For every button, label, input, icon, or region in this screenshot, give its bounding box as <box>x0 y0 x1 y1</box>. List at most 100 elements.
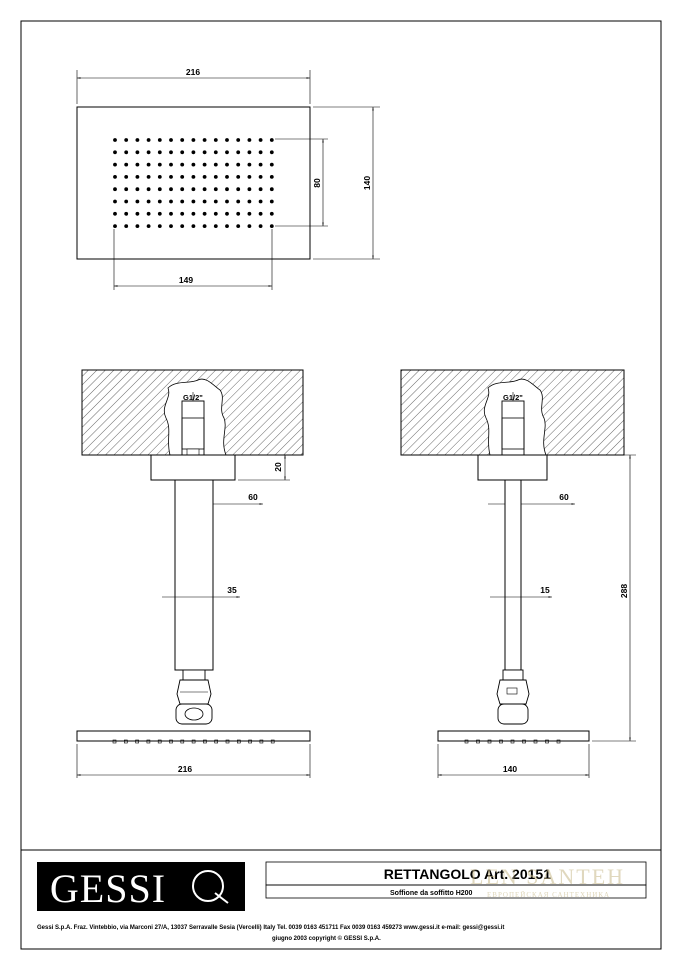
nozzle-dot <box>169 150 173 155</box>
nozzle-slot <box>270 739 275 744</box>
nozzle-dot <box>146 224 151 229</box>
nozzle-slot <box>499 739 503 744</box>
nozzle-dot <box>213 211 218 216</box>
nozzle-dot <box>157 162 162 167</box>
nozzle-dot <box>157 211 162 216</box>
nozzle-dot <box>236 211 241 216</box>
nozzle-dot <box>269 211 274 216</box>
nozzle-slot <box>522 739 526 744</box>
nozzle-dot <box>157 224 162 229</box>
nozzle-dot <box>269 224 274 229</box>
nozzle-dot <box>180 187 185 192</box>
nozzle-dot <box>225 162 229 167</box>
nozzle-dot <box>169 224 173 229</box>
drawing-frame <box>20 20 662 950</box>
nozzle-dot <box>213 175 218 179</box>
nozzle-dot <box>146 138 151 142</box>
nozzle-slot <box>556 739 561 744</box>
nozzle-slot <box>464 739 469 744</box>
nozzle-dot <box>135 199 140 204</box>
dim-label-flange-height: 20 <box>273 462 283 472</box>
nozzle-dot <box>135 224 140 229</box>
nozzle-dot <box>169 175 173 179</box>
nozzle-dot <box>269 138 274 142</box>
nozzle-dot <box>113 199 117 204</box>
shower-head-front <box>76 730 311 742</box>
nozzle-dot <box>124 162 129 167</box>
nozzle-dot <box>269 150 274 155</box>
nozzle-dot <box>191 211 196 216</box>
shower-head-side <box>437 730 590 742</box>
nozzle-dot <box>113 162 117 167</box>
dim-label-inner-width: 149 <box>179 275 193 285</box>
nozzle-slot <box>510 739 515 744</box>
nozzle-dot <box>135 175 140 179</box>
nozzle-dot <box>113 187 117 192</box>
nozzle-dot <box>236 199 241 204</box>
nozzle-dot <box>124 224 129 229</box>
nozzle-dot <box>247 199 252 204</box>
nozzle-dot <box>213 162 218 167</box>
nozzle-dot <box>269 199 274 204</box>
nozzle-dot <box>213 150 218 155</box>
nozzle-dot <box>124 150 129 155</box>
nozzle-dot <box>247 150 252 155</box>
dim-label-side-head-width: 140 <box>503 764 517 774</box>
nozzle-dot <box>135 211 140 216</box>
nozzle-slot <box>237 739 241 744</box>
nozzle-dot <box>135 150 140 155</box>
threaded-connector-side <box>501 400 525 456</box>
nozzle-dot <box>113 175 117 179</box>
nozzle-dot <box>135 187 140 192</box>
thread-label: G1/2" <box>183 393 203 402</box>
nozzle-dot <box>236 138 241 142</box>
thread-label-side: G1/2" <box>503 393 523 402</box>
nozzle-slot <box>476 739 480 744</box>
nozzle-dot <box>191 187 196 192</box>
nozzle-dot <box>202 211 207 216</box>
nozzle-dot <box>258 224 263 229</box>
nozzle-dot <box>180 199 185 204</box>
nozzle-dot <box>236 187 241 192</box>
threaded-connector <box>181 400 205 456</box>
nozzle-dot <box>225 211 229 216</box>
nozzle-dot <box>146 199 151 204</box>
nozzle-dot <box>225 187 229 192</box>
dim-label-width: 216 <box>186 67 200 77</box>
nozzle-slot <box>259 739 264 744</box>
nozzle-dot <box>169 199 173 204</box>
product-title: RETTANGOLO Art. 20151 <box>384 866 551 882</box>
nozzle-dot <box>135 138 140 142</box>
nozzle-dot <box>180 150 185 155</box>
nozzle-dot <box>169 187 173 192</box>
watermark-brand: LEN SANTEH <box>470 864 625 889</box>
shower-arm-side <box>504 479 522 671</box>
nozzle-dot <box>113 224 117 229</box>
dim-label-total-height: 288 <box>619 584 629 598</box>
nozzle-dot <box>169 211 173 216</box>
nozzle-dot <box>225 150 229 155</box>
nozzle-slot <box>191 739 196 744</box>
product-description: Soffione da soffitto H200 <box>390 890 473 897</box>
nozzle-slot <box>112 739 117 744</box>
dim-label-arm-width: 35 <box>227 585 237 595</box>
nozzle-dot <box>169 138 173 142</box>
nozzle-dot <box>247 138 252 142</box>
nozzle-slot <box>248 739 252 744</box>
nozzle-dot <box>225 224 229 229</box>
nozzle-dot <box>124 138 129 142</box>
dim-label-side-arm-width: 15 <box>540 585 550 595</box>
nozzle-dot <box>258 150 263 155</box>
watermark-tagline: ЕВРОПЕЙСКАЯ САНТЕХНИКА <box>487 891 610 899</box>
nozzle-dot <box>169 162 173 167</box>
nozzle-dot <box>236 224 241 229</box>
company-address: Gessi S.p.A. Fraz. Vintebbio, via Marcon… <box>37 925 504 931</box>
nozzle-dot <box>191 224 196 229</box>
nozzle-slot <box>180 739 185 744</box>
nozzle-dot <box>213 187 218 192</box>
nozzle-dot <box>202 175 207 179</box>
nozzle-dot <box>258 138 263 142</box>
dim-label-inner-height: 80 <box>312 178 322 188</box>
nozzle-dot <box>202 187 207 192</box>
nozzle-dot <box>202 138 207 142</box>
